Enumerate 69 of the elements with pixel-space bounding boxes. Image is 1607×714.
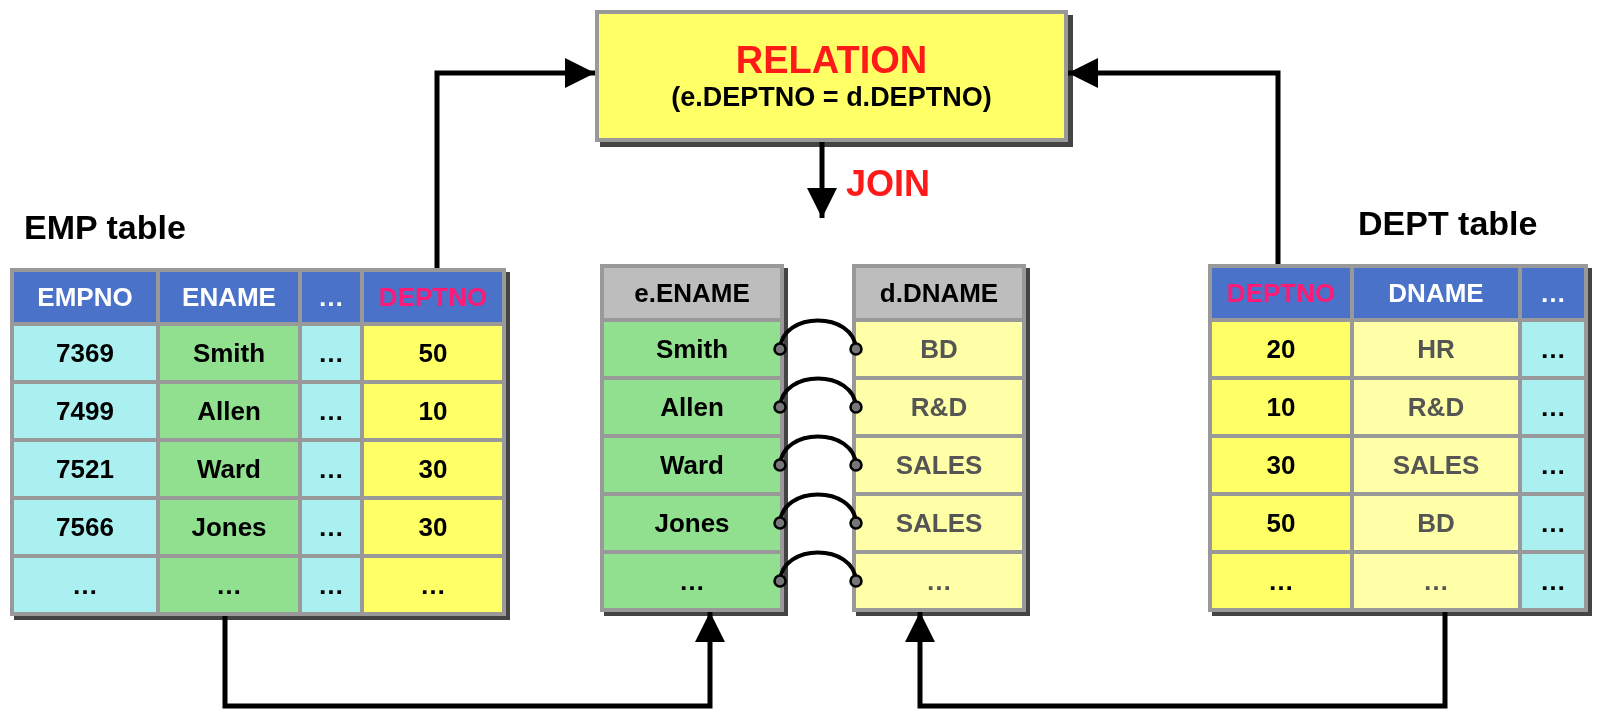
header-cell: DEPTNO (1212, 268, 1350, 318)
data-cell: 30 (1212, 438, 1350, 492)
data-cell: 30 (364, 500, 502, 554)
header-cell: … (1522, 268, 1584, 318)
data-cell: … (160, 558, 298, 612)
data-cell: … (14, 558, 156, 612)
data-cell: Allen (604, 380, 780, 434)
data-cell: SALES (856, 438, 1022, 492)
header-cell: … (302, 272, 360, 322)
header-cell: ENAME (160, 272, 298, 322)
data-cell: … (1522, 438, 1584, 492)
data-cell: … (1212, 554, 1350, 608)
data-cell: … (604, 554, 780, 608)
data-cell: … (1522, 554, 1584, 608)
data-cell: SALES (1354, 438, 1518, 492)
data-cell: … (302, 326, 360, 380)
arrow (905, 612, 1448, 709)
edge-label: JOIN (846, 163, 931, 205)
link-connector (773, 318, 863, 356)
arrow (1068, 58, 1281, 264)
data-cell: 7521 (14, 442, 156, 496)
arrow (807, 142, 837, 218)
header-cell: DNAME (1354, 268, 1518, 318)
data-cell: 7566 (14, 500, 156, 554)
link-connector (773, 550, 863, 588)
data-cell: 30 (364, 442, 502, 496)
data-cell: 7499 (14, 384, 156, 438)
data-cell: 10 (1212, 380, 1350, 434)
data-cell: … (1522, 496, 1584, 550)
header-cell: d.DNAME (856, 268, 1022, 318)
data-cell: … (302, 442, 360, 496)
data-cell: HR (1354, 322, 1518, 376)
data-cell: Jones (604, 496, 780, 550)
data-cell: 7369 (14, 326, 156, 380)
box-heading: RELATION (735, 39, 928, 82)
data-cell: … (302, 558, 360, 612)
join-condition: (e.DEPTNO = d.DEPTNO) (671, 82, 992, 113)
header-cell: EMPNO (14, 272, 156, 322)
data-cell: SALES (856, 496, 1022, 550)
data-cell: 50 (364, 326, 502, 380)
data-cell: … (302, 500, 360, 554)
data-cell: … (1522, 380, 1584, 434)
arrow (434, 58, 595, 268)
data-cell: … (856, 554, 1022, 608)
data-cell: … (364, 558, 502, 612)
header-cell: e.ENAME (604, 268, 780, 318)
link-connector (773, 492, 863, 530)
data-cell: BD (1354, 496, 1518, 550)
data-cell: Ward (604, 438, 780, 492)
data-cell: Allen (160, 384, 298, 438)
link-connector (773, 376, 863, 414)
data-cell: … (302, 384, 360, 438)
data-cell: … (1354, 554, 1518, 608)
link-connector (773, 434, 863, 472)
data-cell: 20 (1212, 322, 1350, 376)
table-title: DEPT table (1358, 204, 1538, 243)
header-cell: DEPTNO (364, 272, 502, 322)
data-cell: 10 (364, 384, 502, 438)
data-cell: 50 (1212, 496, 1350, 550)
data-cell: R&D (1354, 380, 1518, 434)
data-cell: … (1522, 322, 1584, 376)
arrow (222, 612, 725, 709)
data-cell: Smith (160, 326, 298, 380)
data-cell: BD (856, 322, 1022, 376)
data-cell: Ward (160, 442, 298, 496)
data-cell: R&D (856, 380, 1022, 434)
data-cell: Jones (160, 500, 298, 554)
table-title: EMP table (24, 208, 186, 247)
data-cell: Smith (604, 322, 780, 376)
